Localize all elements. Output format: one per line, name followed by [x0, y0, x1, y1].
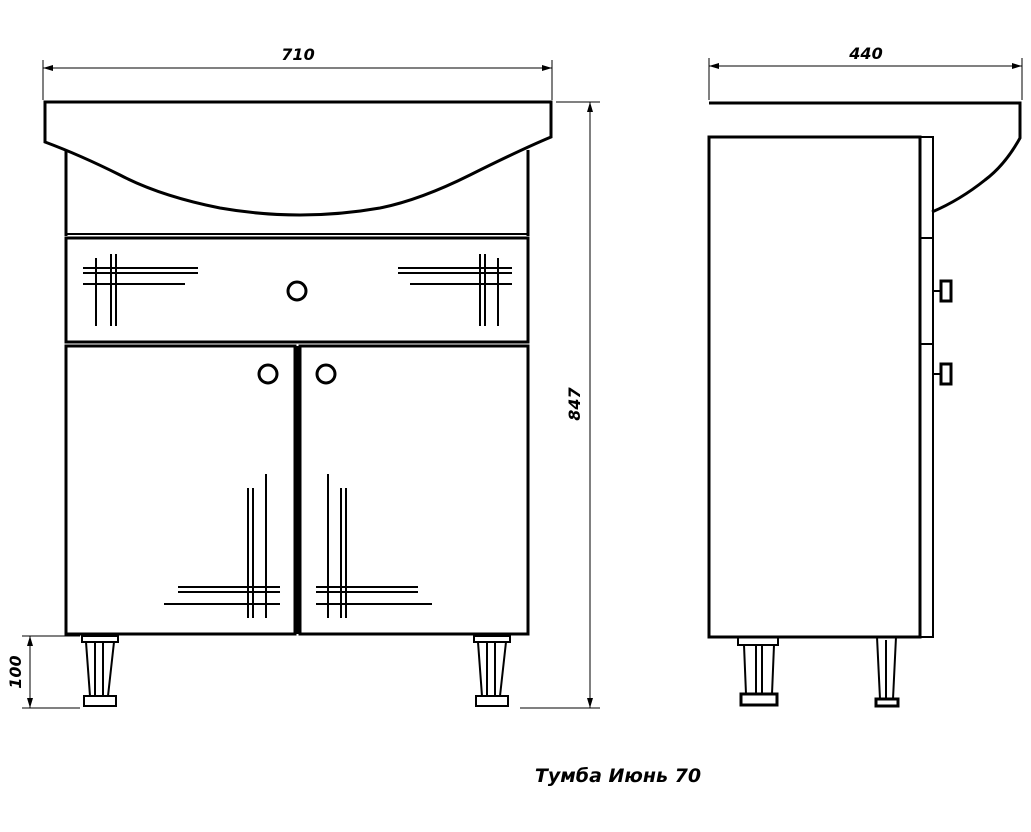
side-view: 440	[707, 44, 1023, 708]
drawer	[64, 236, 530, 344]
side-leg-front	[874, 636, 900, 708]
sink-basin	[43, 100, 553, 217]
doors	[64, 344, 530, 636]
front-view: 710	[6, 45, 600, 709]
side-legs	[737, 636, 900, 708]
side-depth-dimension: 440	[708, 44, 1023, 100]
drawer-knob	[286, 280, 308, 302]
right-door-decor	[316, 474, 432, 618]
side-cabinet-body	[707, 135, 934, 639]
total-height-dimension: 847	[520, 101, 600, 709]
left-door	[64, 344, 297, 636]
side-basin-profile	[709, 101, 1022, 214]
side-drawer-handle	[933, 279, 953, 303]
left-door-decor	[164, 474, 280, 618]
side-door-handle	[933, 362, 953, 386]
side-depth-label: 440	[848, 44, 882, 63]
front-width-label: 710	[281, 45, 314, 64]
leg-height-dimension: 100	[6, 635, 80, 709]
front-leg-left	[81, 635, 119, 707]
front-width-dimension: 710	[42, 45, 553, 100]
cabinet-body	[64, 150, 530, 236]
front-leg-right	[473, 635, 511, 707]
left-door-knob	[257, 363, 279, 385]
side-handles	[933, 279, 953, 386]
total-height-label: 847	[565, 386, 584, 420]
drawing-caption: Тумба Июнь 70	[535, 765, 701, 787]
drawer-decor-right	[398, 254, 512, 326]
right-door-knob	[315, 363, 337, 385]
right-door	[298, 344, 530, 636]
drawer-decor-left	[83, 254, 198, 326]
front-legs	[81, 635, 511, 707]
side-leg-rear	[737, 636, 779, 707]
leg-height-label: 100	[6, 655, 25, 688]
